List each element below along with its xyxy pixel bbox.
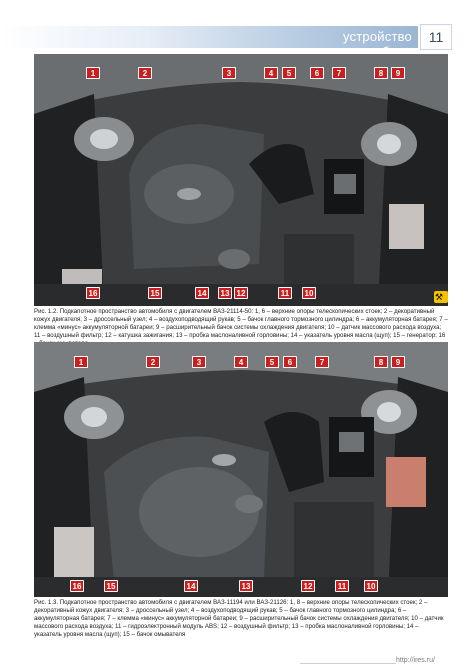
callout-10: 10	[302, 287, 316, 299]
callout-11: 11	[335, 580, 349, 592]
callout-14: 14	[195, 287, 209, 299]
header-bar	[0, 26, 418, 48]
callout-6: 6	[310, 67, 324, 79]
figure-2-caption: Рис. 1.3. Подкапотное пространство автом…	[34, 599, 444, 638]
callout-9: 9	[391, 67, 405, 79]
callout-16: 16	[86, 287, 100, 299]
callout-15: 15	[148, 287, 162, 299]
section-title: устройство автомобиля	[337, 29, 412, 59]
callout-8: 8	[374, 67, 388, 79]
footer-divider	[300, 663, 396, 664]
callout-14: 14	[184, 580, 198, 592]
callout-3: 3	[192, 356, 206, 368]
callout-12: 12	[301, 580, 315, 592]
callout-4: 4	[234, 356, 248, 368]
callout-13: 13	[218, 287, 232, 299]
callout-8: 8	[374, 356, 388, 368]
callout-7: 7	[315, 356, 329, 368]
callout-1: 1	[74, 356, 88, 368]
callout-5: 5	[282, 67, 296, 79]
callout-10: 10	[364, 580, 378, 592]
callout-12: 12	[234, 287, 248, 299]
callout-13: 13	[239, 580, 253, 592]
callout-4: 4	[264, 67, 278, 79]
engine-bay-photo-1: 1 2 3 4 5 6 7 8 9 16 15 14 13 12 11 10	[34, 54, 448, 306]
callout-3: 3	[222, 67, 236, 79]
engine-bay-photo-2: 1 2 3 4 5 6 7 8 9 16 15 14 13 12 11 10	[34, 342, 448, 597]
callout-2: 2	[138, 67, 152, 79]
page-number: 11	[420, 24, 452, 50]
engine-bay-illustration-2	[34, 342, 448, 597]
wrench-icon: ⚒	[434, 291, 448, 303]
callout-5: 5	[265, 356, 279, 368]
callout-9: 9	[391, 356, 405, 368]
engine-bay-illustration-1	[34, 54, 448, 306]
callout-1: 1	[86, 67, 100, 79]
callout-15: 15	[104, 580, 118, 592]
callout-2: 2	[146, 356, 160, 368]
callout-7: 7	[332, 67, 346, 79]
footer-url[interactable]: http://ires.ru/	[396, 657, 435, 664]
callout-11: 11	[278, 287, 292, 299]
callout-6: 6	[283, 356, 297, 368]
callout-16: 16	[70, 580, 84, 592]
